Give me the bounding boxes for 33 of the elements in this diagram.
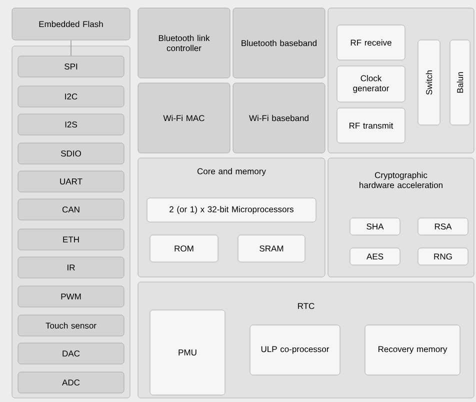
block-box: I2C — [18, 86, 124, 108]
block-box: Touch sensor — [18, 314, 124, 336]
block-box: Wi-Fi baseband — [232, 82, 326, 154]
block-box: ROM — [150, 234, 218, 262]
block-box: RF receive — [336, 24, 406, 60]
block-box: Bluetooth baseband — [232, 8, 326, 78]
block-box: DAC — [18, 342, 124, 364]
block-box: ULP co-processor — [250, 324, 340, 376]
block-box: Wi-Fi MAC — [138, 82, 230, 154]
block-box: ADC — [18, 372, 124, 394]
block-box: PWM — [18, 286, 124, 308]
block-box: UART — [18, 170, 124, 192]
block-box: SHA — [350, 218, 400, 236]
block-box: Recovery memory — [364, 324, 460, 376]
block-box: 2 (or 1) x 32-bit Microprocessors — [146, 198, 316, 222]
block-box: Switch — [418, 40, 440, 126]
block-box: AES — [350, 248, 400, 266]
connector-line — [70, 40, 72, 56]
block-box: Bluetooth link controller — [138, 8, 230, 78]
block-box: Balun — [450, 40, 470, 126]
block-box: RF transmit — [336, 108, 406, 144]
block-box: CAN — [18, 198, 124, 220]
block-box: Embedded Flash — [12, 8, 130, 40]
block-box: SRAM — [238, 234, 306, 262]
block-box: ETH — [18, 228, 124, 250]
block-box: I2S — [18, 114, 124, 136]
block-box: PMU — [150, 310, 226, 396]
block-box: IR — [18, 256, 124, 278]
block-box: SDIO — [18, 142, 124, 164]
block-box: RNG — [418, 248, 468, 266]
block-box: SPI — [18, 56, 124, 78]
block-box: Clock generator — [336, 66, 406, 102]
block-box: RSA — [418, 218, 468, 236]
